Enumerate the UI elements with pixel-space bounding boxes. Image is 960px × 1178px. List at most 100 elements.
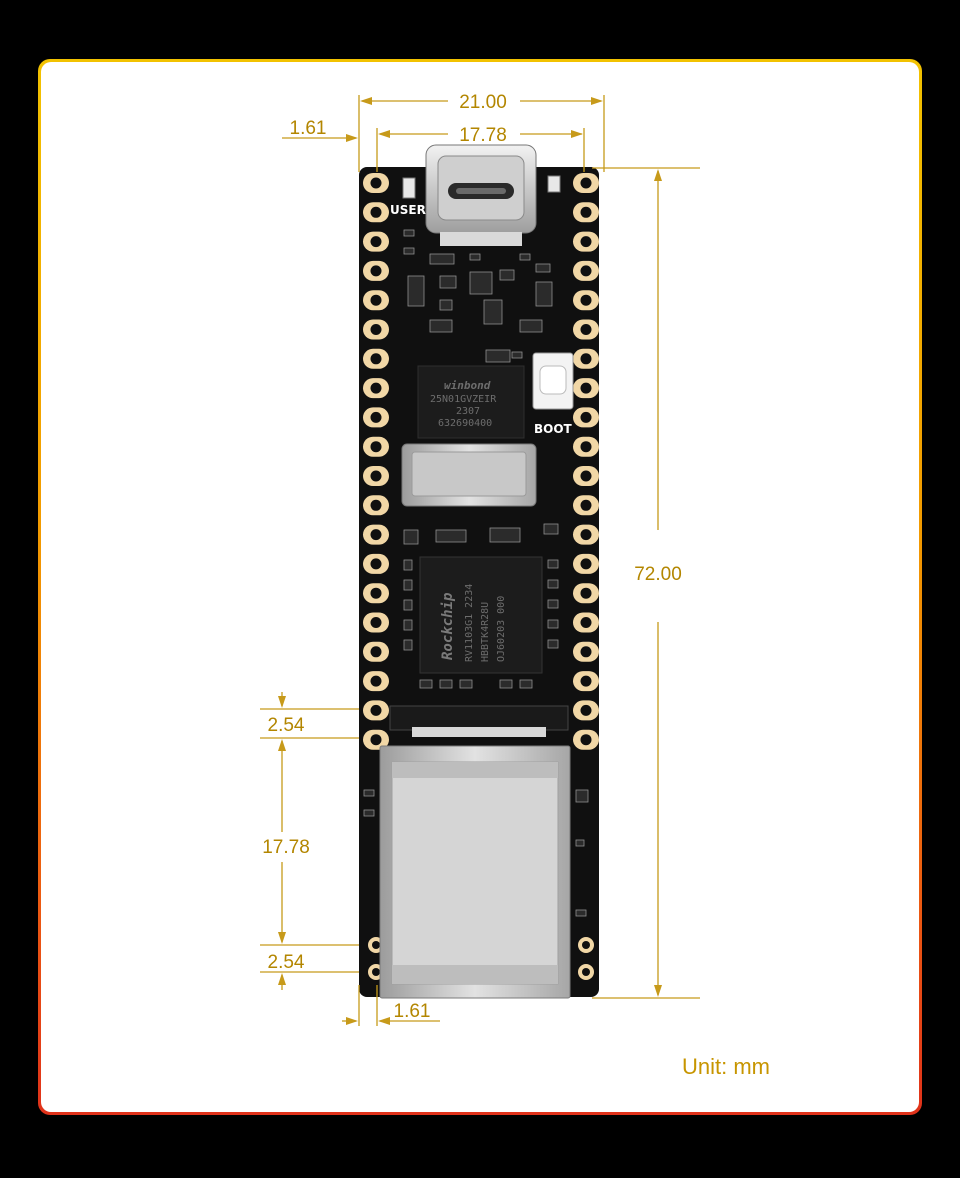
- smd-part: [535, 263, 551, 273]
- smd-part: [547, 599, 559, 609]
- flash-brand: winbond: [444, 379, 491, 392]
- dimension-annotations: 21.00 17.78 1.61 72.00 2.54 17.78 2.54: [260, 92, 700, 1026]
- mounting-hole: [582, 968, 590, 976]
- smd-part: [429, 253, 455, 265]
- header-hole: [580, 646, 592, 658]
- header-hole: [370, 324, 382, 335]
- usb-c-connector: [425, 144, 537, 246]
- header-hole: [370, 206, 382, 218]
- smd-part: [363, 809, 375, 817]
- smd-part: [547, 579, 559, 589]
- header-hole: [580, 236, 592, 248]
- dim-left-pitch-lower: 2.54: [268, 952, 305, 973]
- dim-top-width-outer: 21.00: [459, 92, 507, 113]
- smd-part: [403, 247, 415, 255]
- soc-brand: Rockchip: [440, 593, 456, 660]
- right-pin-header: [573, 173, 599, 750]
- smd-part: [535, 281, 553, 307]
- smd-part: [483, 299, 503, 325]
- dim-top-width-inner: 17.78: [459, 125, 507, 146]
- header-hole: [580, 499, 592, 511]
- smd-part: [403, 639, 413, 651]
- dim-height-total: 72.00: [634, 564, 682, 585]
- boot-label: BOOT: [534, 422, 573, 436]
- dim-top-left-offset: 1.61: [290, 118, 327, 139]
- smd-part: [407, 275, 425, 307]
- smd-part: [469, 253, 481, 261]
- dim-bottom-left-offset: 1.61: [394, 1001, 431, 1022]
- header-hole: [370, 704, 382, 716]
- smd-part: [547, 639, 559, 649]
- header-hole: [580, 265, 592, 277]
- header-hole: [370, 587, 382, 599]
- header-hole: [370, 177, 382, 189]
- mounting-hole: [372, 941, 380, 949]
- header-hole: [370, 470, 382, 482]
- flash-line3: 632690400: [438, 418, 492, 429]
- smd-part: [499, 269, 515, 281]
- header-hole: [580, 617, 592, 628]
- header-hole: [580, 704, 592, 716]
- header-hole: [580, 353, 592, 365]
- smd-part: [403, 229, 415, 237]
- smd-part: [575, 909, 587, 917]
- pcb-board: USER BOOT winbond 25N01GVZEIR 2307 63269…: [359, 144, 599, 999]
- header-hole: [370, 411, 382, 423]
- smd-part: [435, 529, 467, 543]
- smd-part: [403, 619, 413, 631]
- header-hole: [580, 470, 592, 482]
- soc-line3: OJ60203 000: [496, 596, 507, 662]
- fpc-connector: [389, 705, 569, 737]
- smd-part: [459, 679, 473, 689]
- flash-line1: 25N01GVZEIR: [430, 394, 497, 405]
- header-hole: [370, 294, 382, 306]
- header-hole: [370, 382, 382, 394]
- header-hole: [580, 734, 592, 746]
- header-hole: [370, 265, 382, 277]
- header-hole: [370, 675, 382, 687]
- smd-part: [575, 789, 589, 803]
- smd-part: [429, 319, 453, 333]
- smd-part: [419, 679, 433, 689]
- smd-part: [403, 579, 413, 591]
- header-hole: [370, 441, 382, 453]
- smd-part: [403, 529, 419, 545]
- header-hole: [580, 324, 592, 335]
- smd-part: [511, 351, 523, 359]
- header-hole: [580, 382, 592, 394]
- header-hole: [580, 441, 592, 453]
- header-hole: [370, 558, 382, 570]
- smd-part: [403, 599, 413, 611]
- left-pin-header: [363, 173, 594, 980]
- smd-part: [519, 679, 533, 689]
- unit-label: Unit: mm: [682, 1054, 770, 1079]
- power-led: [547, 175, 561, 193]
- header-hole: [370, 499, 382, 511]
- ethernet-jack: [379, 745, 571, 999]
- flash-line2: 2307: [456, 406, 480, 417]
- flash-chip: winbond 25N01GVZEIR 2307 632690400: [417, 365, 525, 439]
- dim-left-pitch-upper: 2.54: [268, 715, 305, 736]
- smd-part: [543, 523, 559, 535]
- microsd-slot: [401, 443, 537, 507]
- dim-left-span: 17.78: [262, 837, 310, 858]
- header-hole: [580, 587, 592, 599]
- smd-part: [403, 559, 413, 571]
- header-hole: [580, 411, 592, 423]
- mounting-hole: [372, 968, 380, 976]
- smd-part: [439, 679, 453, 689]
- header-hole: [370, 617, 382, 628]
- header-hole: [370, 353, 382, 365]
- header-hole: [580, 206, 592, 218]
- user-label: USER: [390, 203, 426, 217]
- boot-button: [532, 352, 574, 410]
- header-hole: [370, 734, 382, 746]
- smd-part: [363, 789, 375, 797]
- smd-part: [439, 299, 453, 311]
- smd-part: [575, 839, 585, 847]
- header-hole: [580, 294, 592, 306]
- soc-chip: Rockchip RV1103G1 2234 HBBTK4R28U OJ6020…: [419, 556, 543, 674]
- header-hole: [580, 177, 592, 189]
- mounting-hole: [582, 941, 590, 949]
